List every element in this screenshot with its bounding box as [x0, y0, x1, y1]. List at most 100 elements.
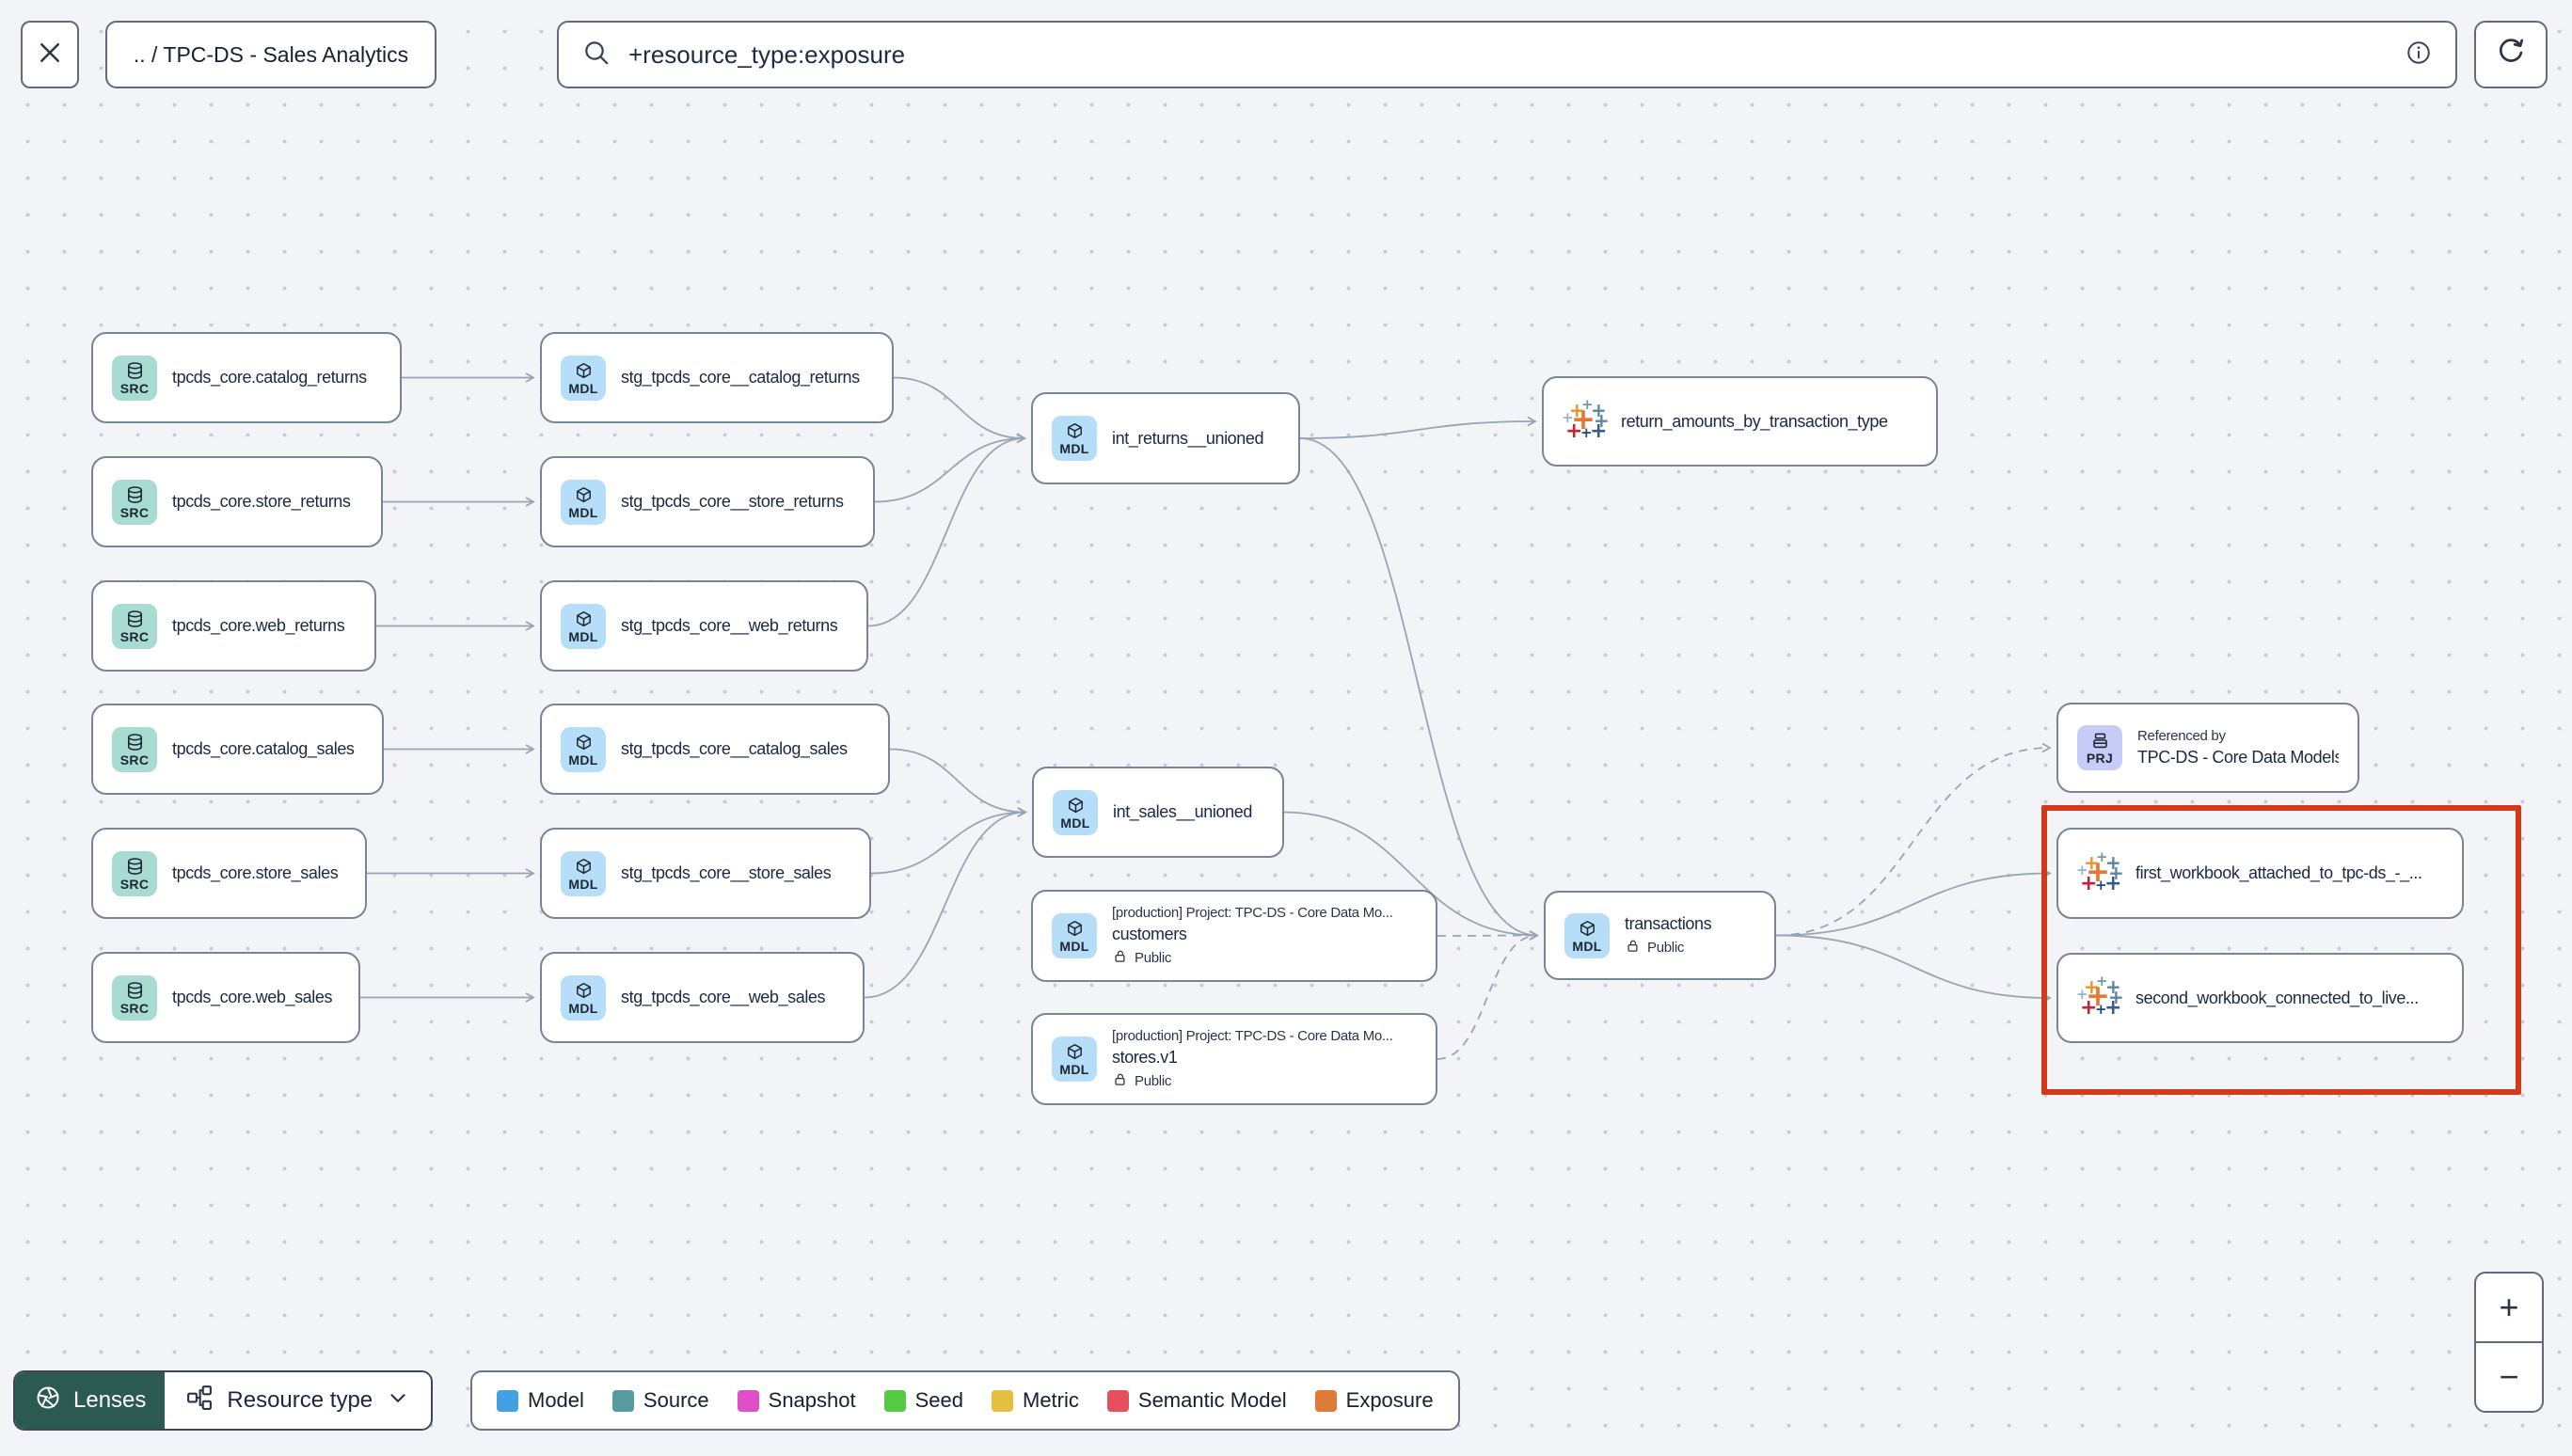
- cube-badge: MDL: [1564, 912, 1610, 958]
- legend-label: Metric: [1023, 1388, 1079, 1412]
- badge-label: MDL: [568, 380, 598, 396]
- search-input[interactable]: [627, 39, 2389, 71]
- badge-label: MDL: [568, 628, 598, 644]
- legend-swatch: [1106, 1389, 1129, 1412]
- node-int_sales_unioned[interactable]: MDL int_sales__unioned: [1032, 767, 1284, 858]
- lenses-button[interactable]: Lenses: [15, 1372, 166, 1429]
- node-label: int_sales__unioned: [1113, 802, 1252, 821]
- edge-int_returns_unioned-exp_return_amounts: [1299, 416, 1537, 439]
- database-badge: SRC: [112, 726, 157, 772]
- resource-type-label: Resource type: [227, 1387, 373, 1413]
- legend-swatch: [611, 1389, 634, 1412]
- legend-label: Source: [643, 1388, 709, 1412]
- edge-stg_web_sales-int_sales_unioned: [864, 807, 1027, 999]
- legend-item-source: Source: [611, 1388, 709, 1413]
- cube-badge: MDL: [1052, 913, 1097, 958]
- edge-stores_v1-transactions: [1437, 930, 1539, 1060]
- info-icon[interactable]: [2405, 39, 2433, 71]
- legend-item-model: Model: [497, 1388, 584, 1413]
- badge-label: MDL: [568, 504, 598, 520]
- database-badge: SRC: [112, 479, 157, 525]
- legend-swatch: [737, 1389, 759, 1412]
- node-meta-top: [production] Project: TPC-DS - Core Data…: [1112, 1027, 1393, 1044]
- tableau-icon: +++++++++: [2076, 973, 2124, 1020]
- legend-label: Semantic Model: [1137, 1388, 1287, 1412]
- close-button[interactable]: [21, 21, 79, 88]
- node-label: customers: [1112, 924, 1187, 943]
- legend-swatch: [1314, 1389, 1337, 1412]
- refresh-icon: [2494, 36, 2528, 74]
- tableau-icon: +++++++++: [2076, 847, 2124, 895]
- legend-item-seed: Seed: [883, 1388, 963, 1413]
- database-badge: SRC: [112, 850, 157, 896]
- badge-label: SRC: [119, 628, 150, 644]
- cube-badge: MDL: [1053, 789, 1098, 835]
- node-label: TPC-DS - Core Data Models: [2137, 748, 2339, 767]
- lock-open-icon: [1112, 948, 1128, 968]
- badge-label: SRC: [119, 380, 150, 396]
- edge-int_returns_unioned-transactions: [1299, 437, 1539, 941]
- resource-type-dropdown[interactable]: Resource type: [165, 1372, 432, 1429]
- node-exp_first_workbook[interactable]: +++++++++first_workbook_attached_to_tpc-…: [2056, 828, 2464, 919]
- legend-item-snapshot: Snapshot: [737, 1388, 856, 1413]
- node-exp_return_amounts[interactable]: +++++++++return_amounts_by_transaction_t…: [1542, 376, 1938, 467]
- zoom-in-button[interactable]: +: [2499, 1288, 2519, 1326]
- breadcrumb[interactable]: .. / TPC-DS - Sales Analytics: [105, 21, 437, 88]
- badge-label: MDL: [1572, 938, 1602, 954]
- edge-stg_catalog_sales-int_sales_unioned: [889, 748, 1027, 817]
- node-stg_web_returns[interactable]: MDL stg_tpcds_core__web_returns: [540, 580, 868, 672]
- node-label: tpcds_core.catalog_returns: [172, 368, 367, 387]
- node-label: stg_tpcds_core__web_sales: [621, 988, 826, 1006]
- node-label: stg_tpcds_core__web_returns: [621, 616, 838, 635]
- lock-open-icon: [1112, 1071, 1128, 1091]
- cube-badge: MDL: [1052, 1037, 1097, 1082]
- legend-item-metric: Metric: [992, 1388, 1079, 1413]
- legend-swatch: [497, 1389, 518, 1412]
- cube-badge: MDL: [561, 974, 606, 1021]
- tableau-icon: +++++++++: [1562, 396, 1610, 443]
- badge-label: MDL: [568, 1000, 598, 1016]
- legend-label: Model: [528, 1388, 584, 1412]
- search-bar[interactable]: [557, 21, 2457, 88]
- edge-stg_store_sales-int_sales_unioned: [870, 807, 1027, 875]
- node-stg_store_returns[interactable]: MDL stg_tpcds_core__store_returns: [540, 456, 875, 547]
- badge-label: PRJ: [2086, 751, 2114, 766]
- badge-label: MDL: [568, 876, 598, 892]
- node-stores_v1[interactable]: MDL [production] Project: TPC-DS - Core D…: [1031, 1013, 1437, 1105]
- access-label: Public: [1647, 939, 1685, 956]
- node-prj_core_data_models[interactable]: PRJ Referenced by TPC-DS - Core Data Model…: [2056, 703, 2359, 793]
- zoom-out-button[interactable]: −: [2476, 1341, 2542, 1411]
- refresh-button[interactable]: [2474, 21, 2548, 88]
- node-access-row: Public: [1112, 948, 1393, 968]
- archive-badge: PRJ: [2077, 725, 2122, 770]
- badge-label: MDL: [568, 752, 598, 768]
- node-stg_web_sales[interactable]: MDL stg_tpcds_core__web_sales: [540, 952, 865, 1043]
- badge-label: SRC: [119, 504, 150, 520]
- cube-badge: MDL: [1052, 416, 1097, 461]
- legend-swatch: [992, 1389, 1013, 1412]
- node-src_catalog_returns[interactable]: SRC tpcds_core.catalog_returns: [91, 332, 402, 423]
- legend-label: Seed: [914, 1388, 963, 1412]
- edge-transactions-exp_first_workbook: [1775, 868, 2052, 937]
- breadcrumb-label: .. / TPC-DS - Sales Analytics: [133, 41, 409, 67]
- node-label: stg_tpcds_core__store_returns: [621, 492, 844, 511]
- resource-type-legend: Model Source Snapshot Seed Metric Semantic Mo…: [470, 1370, 1460, 1431]
- node-exp_second_workbook[interactable]: +++++++++second_workbook_connected_to_li…: [2056, 953, 2464, 1043]
- lenses-control-group: Lenses Resource type: [13, 1370, 434, 1431]
- cube-badge: MDL: [561, 355, 606, 401]
- node-meta-top: Referenced by: [2137, 728, 2226, 744]
- node-access-row: Public: [1112, 1071, 1393, 1091]
- node-customers[interactable]: MDL[production] Project: TPC-DS - Core D…: [1031, 890, 1437, 982]
